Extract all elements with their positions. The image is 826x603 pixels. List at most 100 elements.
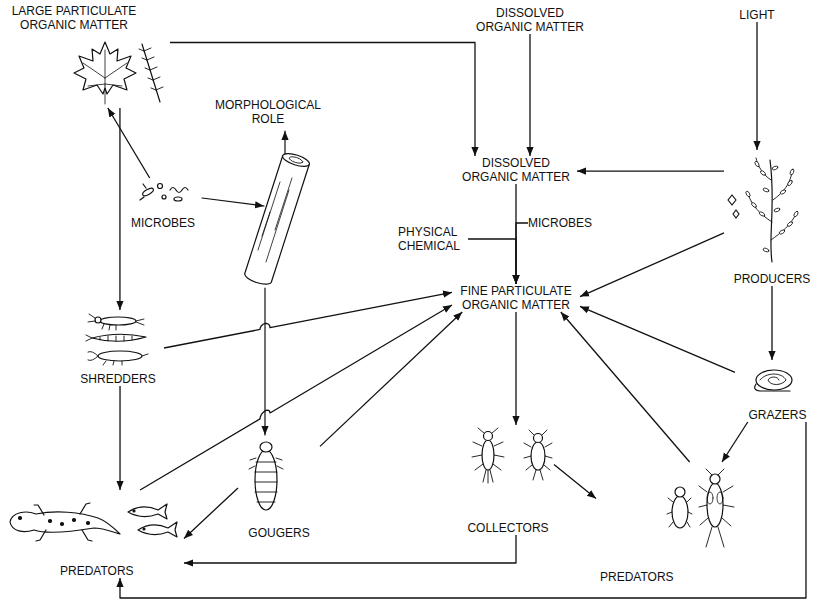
- collector-illustration: [472, 428, 552, 483]
- gouger-illustration: [260, 442, 272, 452]
- concept-node: PREDATORS: [596, 462, 740, 584]
- concept-node: MORPHOLOGICAL ROLE: [210, 98, 326, 126]
- concept-node: PREDATORS: [4, 490, 184, 578]
- predator-insect-illustration: [707, 483, 723, 527]
- shredder-illustration: [86, 314, 148, 365]
- fish-illustration: [133, 510, 135, 512]
- fish-illustration: [128, 504, 167, 519]
- flow-arrow: [320, 312, 462, 446]
- maple-leaf-illustration: [74, 42, 136, 104]
- predator-insect-illustration: [710, 474, 720, 484]
- salamander-illustration: [49, 520, 52, 523]
- node-label: MICROBES: [528, 216, 598, 230]
- flow-arrow: [184, 488, 238, 538]
- flow-arrow: [164, 292, 452, 348]
- concept-node: LARGE PARTICULATE ORGANIC MATTER: [2, 4, 170, 108]
- plant-illustration: [763, 187, 770, 192]
- log-illustration: [245, 156, 310, 284]
- predator-insect-illustration: [672, 496, 688, 528]
- salamander-illustration: [10, 512, 120, 534]
- plant-illustration: [748, 158, 796, 240]
- collector-illustration: [472, 428, 504, 483]
- log-illustration: [258, 178, 292, 262]
- flow-arrow: [580, 306, 735, 372]
- node-label: SHREDDERS: [72, 372, 164, 386]
- concept-node: GRAZERS: [735, 360, 820, 422]
- plant-illustration: [787, 221, 794, 227]
- shredder-illustration: [95, 317, 101, 323]
- plant-illustration: [759, 211, 766, 217]
- plant-illustration: [787, 180, 793, 187]
- plant-illustration: [774, 207, 781, 212]
- microbe-illustration: [140, 184, 146, 200]
- flow-arrow: [529, 34, 530, 156]
- flow-arrow: [554, 465, 596, 499]
- shredder-illustration: [88, 352, 148, 366]
- microbe-illustration: [162, 195, 166, 199]
- flow-arrow: [577, 170, 724, 171]
- collector-illustration: [482, 440, 494, 470]
- concept-node: LIGHT: [735, 8, 779, 22]
- flow-arrow: [771, 286, 772, 360]
- gouger-illustration: [249, 442, 283, 510]
- plant-illustration: [751, 202, 758, 209]
- plant-illustration: [745, 158, 799, 262]
- microbe-illustration: [140, 184, 188, 202]
- shredder-illustration: [88, 314, 144, 330]
- plant-illustration: [745, 161, 799, 253]
- node-label: LARGE PARTICULATE ORGANIC MATTER: [4, 4, 144, 32]
- grazer-illustration: [755, 370, 792, 391]
- plant-illustration: [745, 191, 751, 198]
- salamander-illustration: [61, 523, 64, 526]
- log-illustration: [245, 151, 311, 284]
- log-illustration: [289, 155, 304, 164]
- node-label: FINE PARTICULATE ORGANIC MATTER: [452, 284, 580, 312]
- maple-leaf-illustration: [83, 50, 127, 104]
- node-label: GRAZERS: [735, 408, 820, 422]
- collector-illustration: [524, 430, 552, 480]
- gouger-illustration: [249, 458, 283, 502]
- plant-illustration: [770, 160, 772, 262]
- grazer-illustration: [756, 370, 792, 390]
- concept-node: COLLECTORS: [462, 425, 554, 535]
- node-label: DISSOLVED ORGANIC MATTER: [455, 156, 577, 184]
- node-label: PRODUCERS: [724, 272, 820, 286]
- flow-arrow: [108, 108, 150, 178]
- conifer-sprig-illustration: [139, 48, 163, 90]
- log-link-lines: [202, 131, 285, 435]
- flow-arrow: [515, 312, 516, 425]
- shredder-illustration: [86, 335, 132, 341]
- predator-insect-illustration: [699, 469, 734, 547]
- concept-node: MICROBES: [128, 178, 198, 230]
- flow-arrow: [580, 233, 724, 297]
- node-label: GOUGERS: [238, 526, 320, 540]
- concept-node: DISSOLVED ORGANIC MATTER: [455, 156, 577, 184]
- salamander-illustration: [10, 503, 120, 541]
- shredder-illustration: [98, 351, 142, 361]
- algae-illustration: [728, 195, 739, 218]
- conifer-sprig-illustration: [139, 44, 163, 102]
- flow-arrow: [184, 535, 516, 563]
- concept-node: FINE PARTICULATE ORGANIC MATTER: [452, 284, 580, 312]
- gouger-illustration: [255, 450, 277, 510]
- microbe-illustration: [174, 197, 182, 201]
- salamander-illustration: [19, 517, 22, 520]
- plant-illustration: [780, 189, 787, 195]
- predator-insect-illustration: [675, 487, 685, 497]
- node-label: LIGHT: [735, 8, 779, 22]
- flow-arrow: [120, 422, 806, 598]
- node-label: PREDATORS: [600, 570, 700, 584]
- concept-node: SHREDDERS: [72, 310, 164, 386]
- flow-arrow: [561, 312, 690, 462]
- predator-insect-illustration: [667, 469, 734, 547]
- predator-insect-illustration: [707, 492, 713, 504]
- concept-node: GOUGERS: [238, 436, 320, 540]
- concept-node: PRODUCERS: [724, 150, 820, 286]
- concept-node: PHYSICAL CHEMICAL: [398, 225, 468, 253]
- microbe-illustration: [158, 184, 163, 189]
- microbe-illustration: [142, 187, 155, 197]
- grazer-illustration: [755, 384, 790, 391]
- plant-illustration: [763, 247, 770, 252]
